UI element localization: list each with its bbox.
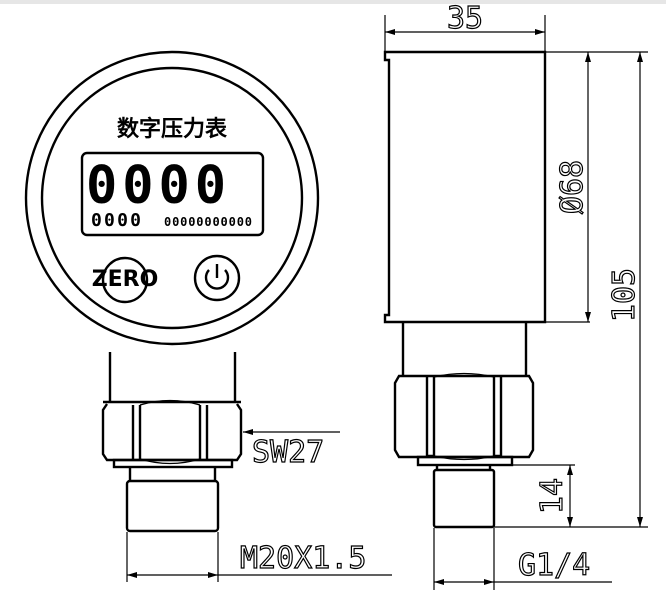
gauge-title: 数字压力表 — [117, 116, 228, 142]
top-band — [0, 0, 666, 4]
width-dimension: 35 — [447, 1, 483, 36]
side-view: 35 Ø68 105 14 G1/4 — [383, 0, 648, 590]
lcd-main-readout: 0000 — [86, 156, 226, 216]
power-icon — [204, 264, 230, 290]
lcd-bar-graph: 00000000000 — [164, 215, 252, 229]
dial-face — [40, 66, 304, 330]
thread-type-label: G1/4 — [518, 548, 590, 583]
lcd-display — [80, 151, 265, 237]
thread-connector-side — [432, 468, 496, 529]
hex-nut-side — [393, 372, 535, 461]
height-dimension: 105 — [607, 268, 642, 322]
thread-connector — [125, 479, 220, 533]
washer — [112, 458, 234, 469]
hex-nut — [101, 399, 243, 465]
diameter-dimension: Ø68 — [555, 160, 590, 214]
thread-spec-label: M20X1.5 — [240, 541, 366, 576]
front-view: 数字压力表 0000 0000 00000000000 ZERO — [24, 50, 392, 582]
thread-length-dimension: 14 — [535, 478, 570, 514]
housing-side — [383, 50, 547, 324]
zero-button[interactable]: ZERO — [92, 256, 159, 304]
outer-bezel — [24, 50, 320, 346]
neck — [108, 352, 237, 402]
zero-label: ZERO — [92, 267, 159, 292]
wrench-size-label: SW27 — [252, 435, 324, 470]
power-button[interactable] — [193, 254, 241, 302]
